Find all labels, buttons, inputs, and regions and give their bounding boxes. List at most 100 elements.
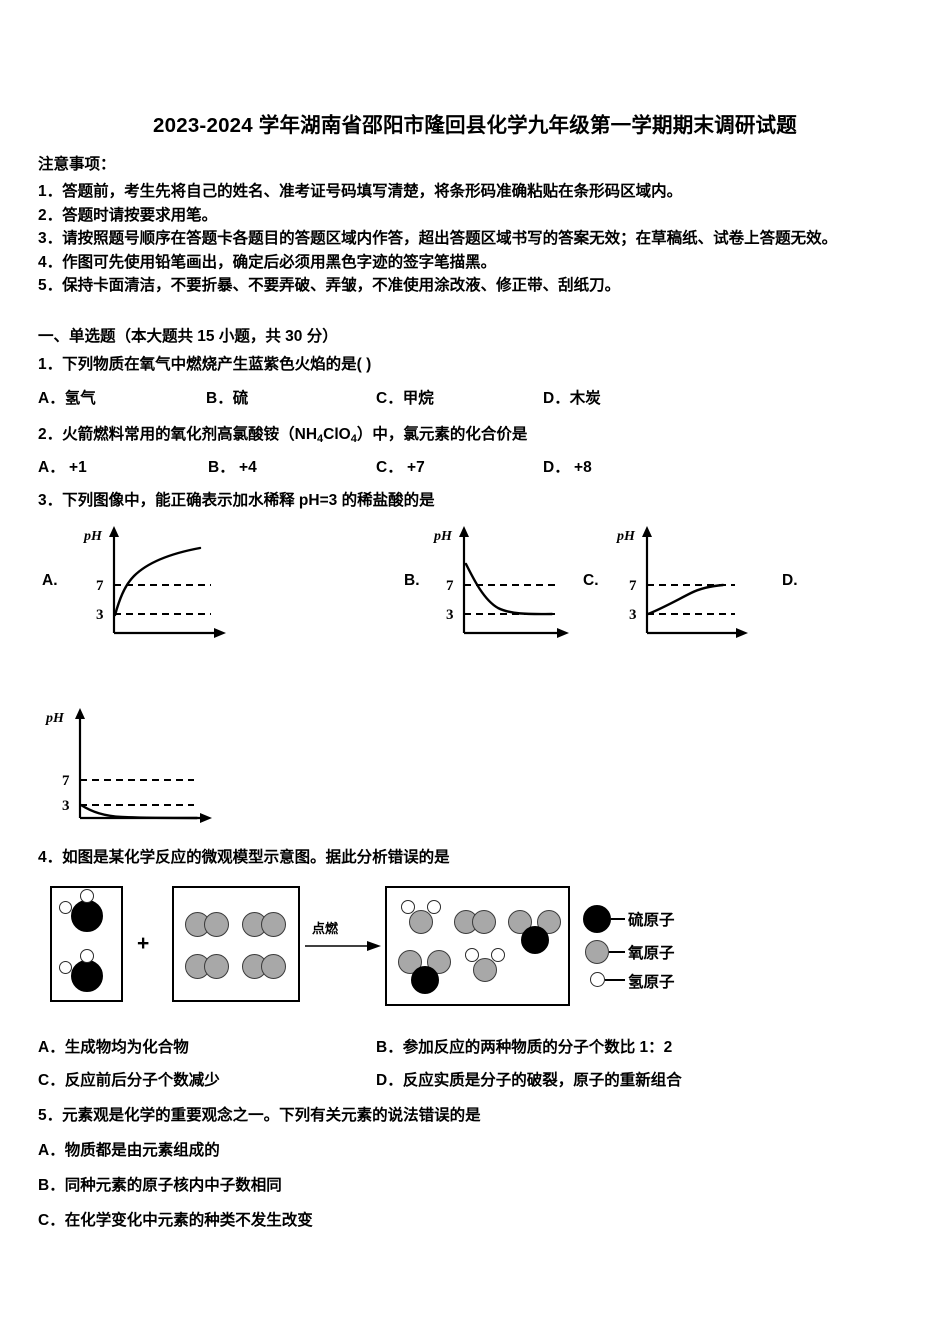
- oxygen-atom-icon: [409, 910, 433, 934]
- ph-chart-b-svg: pH 7 3: [433, 526, 569, 638]
- q2-option-d-text: +8: [574, 459, 592, 476]
- hydrogen-atom-icon: [80, 889, 94, 903]
- q1-option-d[interactable]: D．木炭: [543, 386, 601, 408]
- q2-option-c-text: +7: [407, 459, 425, 476]
- q1-option-b[interactable]: B．硫: [206, 386, 248, 408]
- ph-chart-b-ylabel: pH: [433, 529, 453, 544]
- notice-block: 注意事项： 1．答题前，考生先将自己的姓名、准考证号码填写清楚，将条形码准确粘贴…: [38, 152, 918, 298]
- q1-option-b-label: B．: [206, 390, 233, 407]
- question-3-stem: 3．下列图像中，能正确表示加水稀释 pH=3 的稀盐酸的是: [38, 492, 435, 509]
- notice-item-1: 1．答题前，考生先将自己的姓名、准考证号码填写清楚，将条形码准确粘贴在条形码区域…: [38, 183, 683, 200]
- page-title: 2023-2024 学年湖南省邵阳市隆回县化学九年级第一学期期末调研试题: [153, 114, 797, 137]
- q1-option-c-label: C．: [376, 390, 403, 407]
- q4-option-b-text: 参加反应的两种物质的分子个数比 1：2: [402, 1039, 673, 1056]
- oxygen-atom-icon: [261, 954, 286, 979]
- hydrogen-atom-icon: [80, 949, 94, 963]
- q2-option-a[interactable]: A． +1: [38, 455, 87, 477]
- hydrogen-atom-icon: [427, 900, 441, 914]
- ph-chart-a-tick-7: 7: [96, 578, 104, 594]
- sulfur-atom-icon: [521, 926, 549, 954]
- q5-option-a-text: 物质都是由元素组成的: [64, 1142, 220, 1159]
- plus-sign: +: [137, 932, 150, 955]
- legend-hydrogen-icon: [590, 972, 605, 987]
- q2-stem-sub2: 4: [350, 433, 357, 445]
- q2-option-d[interactable]: D． +8: [543, 455, 592, 477]
- hydrogen-atom-icon: [465, 948, 479, 962]
- sulfur-atom-icon: [71, 960, 103, 992]
- oxygen-atom-icon: [204, 954, 229, 979]
- q4-option-d-text: 反应实质是分子的破裂，原子的重新组合: [402, 1072, 682, 1089]
- hydrogen-atom-icon: [59, 961, 72, 974]
- q5-option-a-label: A．: [38, 1142, 65, 1159]
- q2-stem-sub1: 4: [317, 433, 324, 445]
- q3-option-a-label[interactable]: A.: [42, 572, 58, 589]
- notice-item-4: 4．作图可先使用铅笔画出，确定后必须用黑色字迹的签字笔描黑。: [38, 253, 497, 271]
- q5-option-b[interactable]: B．同种元素的原子核内中子数相同: [38, 1173, 282, 1195]
- oxygen-atom-icon: [537, 910, 561, 934]
- notice-item-5: 5．保持卡面清洁，不要折暴、不要弄破、弄皱，不准使用涂改液、修正带、刮纸刀。: [38, 277, 621, 295]
- q2-option-d-label: D．: [543, 459, 570, 476]
- q4-option-b[interactable]: B．参加反应的两种物质的分子个数比 1：2: [376, 1035, 672, 1057]
- q2-option-b-label: B．: [208, 459, 235, 476]
- q2-stem-post: ）中，氯元素的化合价是: [356, 426, 528, 443]
- q1-option-a-text: 氢气: [64, 390, 96, 407]
- q2-option-a-label: A．: [38, 459, 65, 476]
- ph-chart-d: pH 7 3: [42, 700, 242, 835]
- reactant-box-o2: [172, 886, 300, 1002]
- question-5-stem: 5．元素观是化学的重要观念之一。下列有关元素的说法错误的是: [38, 1107, 481, 1124]
- q2-option-c[interactable]: C． +7: [376, 455, 425, 477]
- ph-chart-a-tick-3: 3: [96, 607, 104, 623]
- ph-chart-d-tick-3: 3: [62, 798, 70, 814]
- notice-heading: 注意事项：: [38, 156, 116, 173]
- reaction-arrow-icon: [305, 941, 381, 951]
- q5-option-b-text: 同种元素的原子核内中子数相同: [64, 1177, 282, 1194]
- q1-option-b-text: 硫: [232, 390, 249, 407]
- ph-chart-c-ylabel: pH: [616, 529, 636, 544]
- notice-item-3: 3．请按照题号顺序在答题卡各题目的答题区域内作答，超出答题区域书写的答案无效；在…: [38, 230, 838, 248]
- question-4-stem: 4．如图是某化学反应的微观模型示意图。据此分析错误的是: [38, 849, 450, 866]
- oxygen-atom-icon: [261, 912, 286, 937]
- q1-option-c-text: 甲烷: [402, 390, 434, 407]
- legend-label-sulfur: 硫原子: [628, 912, 675, 929]
- q3-option-c-label[interactable]: C.: [583, 572, 599, 589]
- oxygen-atom-icon: [398, 950, 422, 974]
- q1-option-a[interactable]: A．氢气: [38, 386, 96, 408]
- q4-option-c[interactable]: C．反应前后分子个数减少: [38, 1068, 220, 1090]
- q2-option-a-text: +1: [69, 459, 87, 476]
- q4-option-b-label: B．: [376, 1039, 403, 1056]
- section-heading: 一、单选题（本大题共 15 小题，共 30 分）: [38, 328, 338, 345]
- legend-label-oxygen: 氧原子: [628, 945, 675, 962]
- q4-option-d[interactable]: D．反应实质是分子的破裂，原子的重新组合: [376, 1068, 682, 1090]
- q5-option-b-label: B．: [38, 1177, 65, 1194]
- notice-item-2: 2．答题时请按要求用笔。: [38, 206, 218, 224]
- product-box: [385, 886, 570, 1006]
- reaction-condition-label: 点燃: [312, 921, 339, 936]
- q2-option-b[interactable]: B． +4: [208, 455, 257, 477]
- ph-chart-b-tick-3: 3: [446, 607, 454, 623]
- q4-option-a-label: A．: [38, 1039, 65, 1056]
- q4-option-a[interactable]: A．生成物均为化合物: [38, 1035, 189, 1057]
- legend-label-hydrogen: 氢原子: [628, 974, 675, 991]
- q5-option-c-label: C．: [38, 1212, 65, 1229]
- ph-chart-c: pH 7 3: [613, 518, 763, 648]
- q5-option-a[interactable]: A．物质都是由元素组成的: [38, 1138, 220, 1160]
- ph-chart-a: pH 7 3: [78, 518, 238, 648]
- q1-option-c[interactable]: C．甲烷: [376, 386, 434, 408]
- hydrogen-atom-icon: [491, 948, 505, 962]
- ph-chart-d-tick-7: 7: [62, 773, 70, 789]
- q1-option-d-text: 木炭: [569, 390, 601, 407]
- oxygen-atom-icon: [473, 958, 497, 982]
- ph-chart-a-ylabel: pH: [83, 529, 103, 544]
- legend-dash-oxygen: [609, 951, 625, 953]
- q4-option-a-text: 生成物均为化合物: [64, 1039, 189, 1056]
- ph-chart-d-ylabel: pH: [45, 711, 65, 726]
- q3-option-b-label[interactable]: B.: [404, 572, 420, 589]
- ph-chart-c-tick-3: 3: [629, 607, 637, 623]
- reactant-box-h2s: [50, 886, 123, 1002]
- q4-option-d-label: D．: [376, 1072, 403, 1089]
- q5-option-c[interactable]: C．在化学变化中元素的种类不发生改变: [38, 1208, 313, 1230]
- sulfur-atom-icon: [411, 966, 439, 994]
- q2-option-c-label: C．: [376, 459, 403, 476]
- q4-option-c-text: 反应前后分子个数减少: [64, 1072, 220, 1089]
- q3-option-d-label[interactable]: D.: [782, 572, 798, 589]
